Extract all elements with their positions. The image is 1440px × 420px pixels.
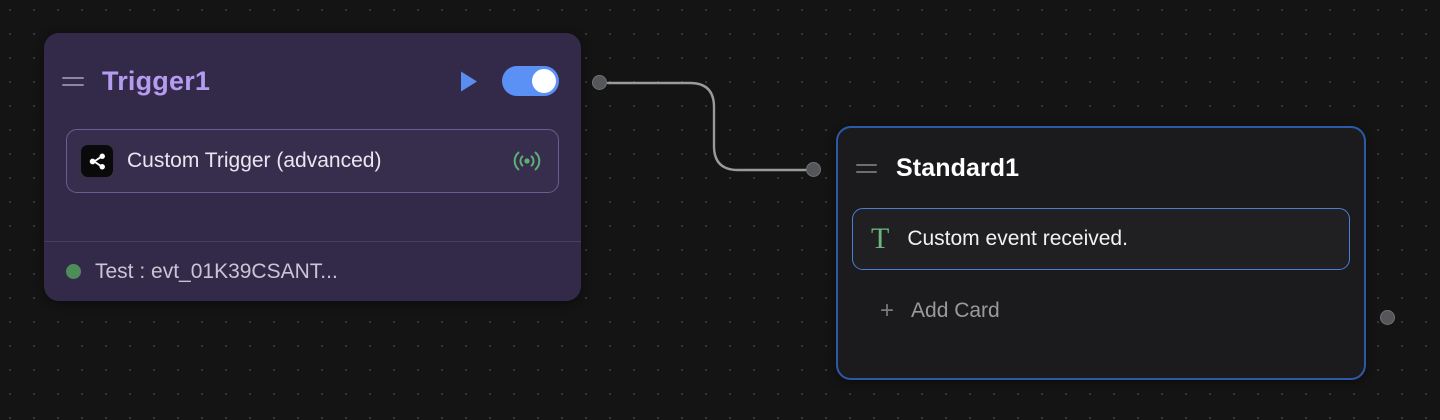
trigger-node-header[interactable]: Trigger1 [44, 33, 581, 129]
drag-handle-icon[interactable] [62, 76, 84, 86]
trigger-card[interactable]: Custom Trigger (advanced) [66, 129, 559, 193]
trigger-output-handle[interactable] [592, 75, 607, 90]
text-t-icon: T [871, 222, 890, 255]
node-standard1[interactable]: Standard1 T Custom event received. + Add… [836, 126, 1366, 380]
standard-input-handle[interactable] [806, 162, 821, 177]
broadcast-icon [512, 148, 542, 174]
toggle-knob [532, 69, 556, 93]
trigger-card-label: Custom Trigger (advanced) [127, 149, 382, 172]
trigger-node-body: Custom Trigger (advanced) [44, 129, 581, 193]
share-nodes-icon [81, 145, 113, 177]
edge-trigger-to-standard [606, 81, 810, 172]
status-dot-icon [66, 264, 81, 279]
status-text: Test : evt_01K39CSANT... [95, 259, 338, 283]
trigger-node-footer[interactable]: Test : evt_01K39CSANT... [44, 241, 581, 301]
node-title: Standard1 [896, 153, 1020, 182]
node-trigger1[interactable]: Trigger1 [44, 33, 581, 301]
add-card-button[interactable]: + Add Card [852, 286, 1350, 336]
node-title: Trigger1 [102, 65, 211, 96]
play-icon[interactable] [458, 69, 480, 93]
standard-output-handle[interactable] [1380, 310, 1395, 325]
standard-node-body: T Custom event received. + Add Card [838, 208, 1364, 336]
standard-card-label: Custom event received. [907, 227, 1128, 250]
add-card-label: Add Card [911, 299, 1000, 322]
enable-toggle[interactable] [502, 66, 559, 96]
plus-icon: + [880, 297, 895, 324]
standard-card[interactable]: T Custom event received. [852, 208, 1350, 270]
standard-node-header[interactable]: Standard1 [838, 128, 1364, 208]
drag-handle-icon[interactable] [856, 163, 878, 173]
